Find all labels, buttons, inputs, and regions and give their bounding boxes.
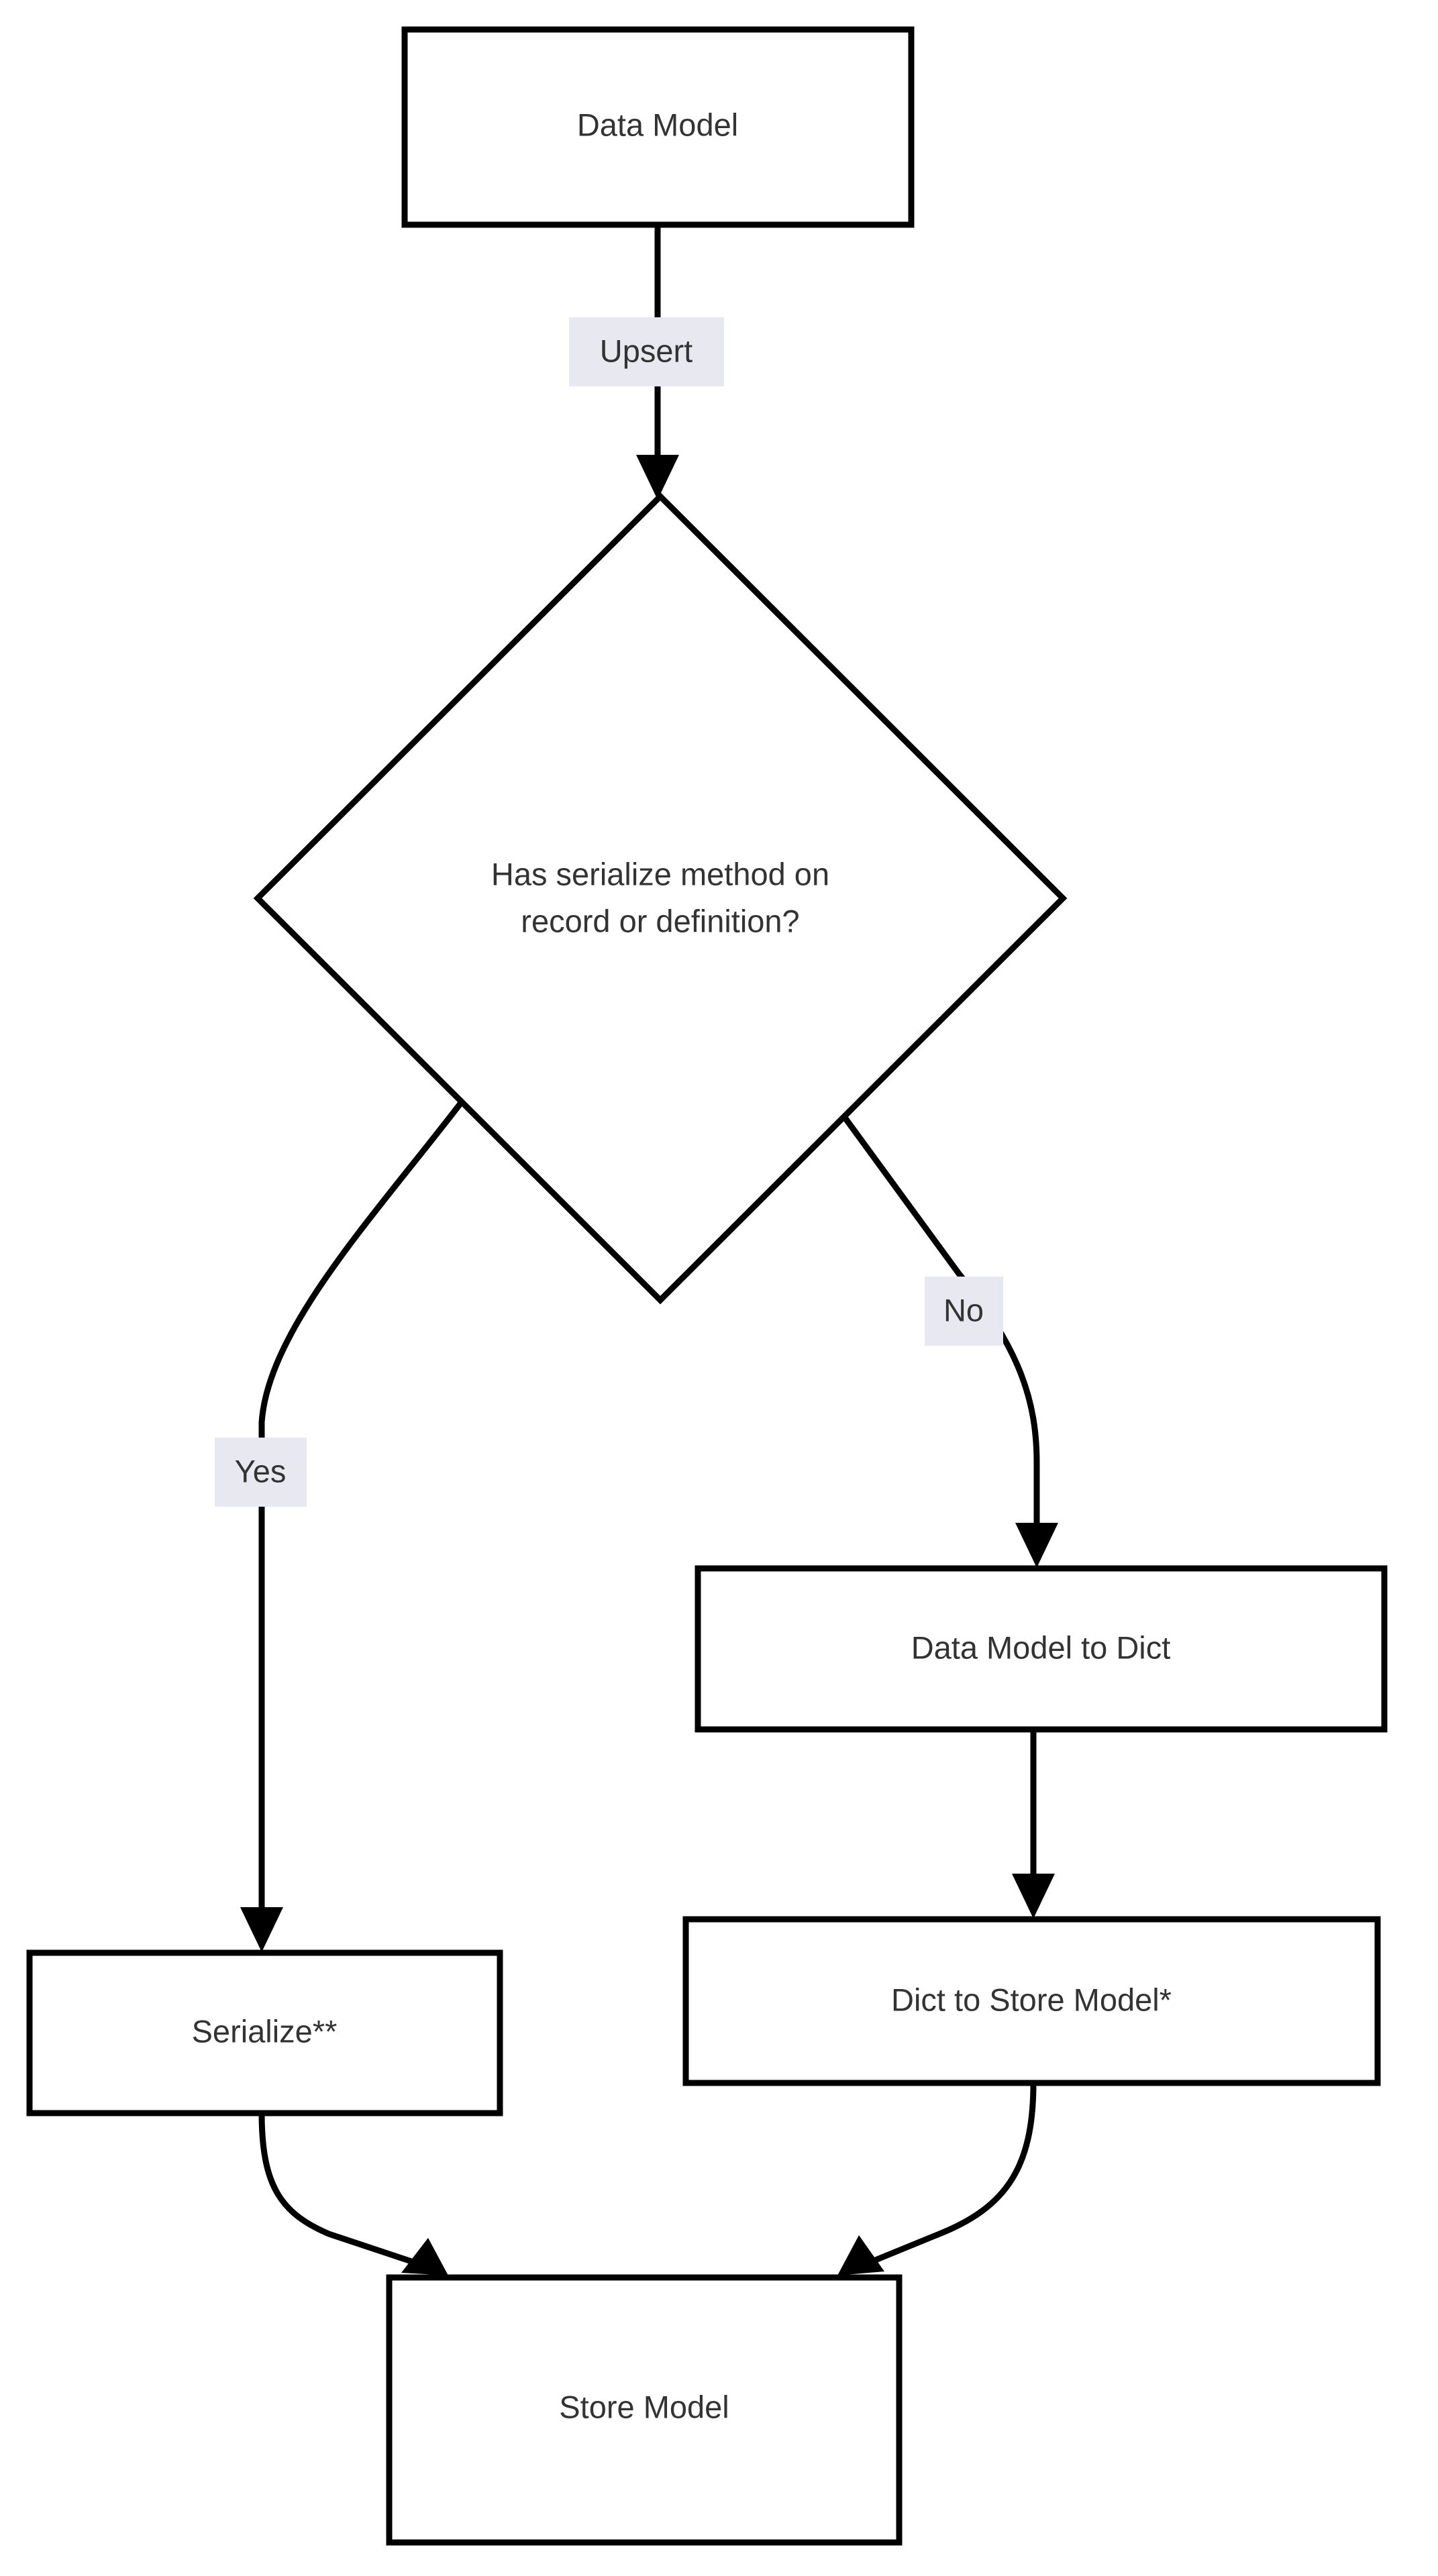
arrow-head-icon (1015, 1523, 1058, 1568)
node-decision-label-line-1: Has serialize method on (491, 856, 829, 892)
node-rectangle[interactable] (682, 1916, 1381, 2086)
edge-dict-to-store-model-to-store-model (837, 2082, 1037, 2275)
edge-label-yes-text: Yes (235, 1453, 287, 1489)
node-data-model-to-dict-label: Data Model to Dict (911, 1629, 1171, 1665)
edge-label-background (925, 1277, 1003, 1346)
node-data-model-to-dict[interactable]: Data Model to Dict (695, 1565, 1388, 1733)
arrow-head-icon (636, 455, 679, 500)
node-data-model-label: Data Model (577, 107, 738, 142)
node-serialize-label: Serialize** (192, 2013, 338, 2049)
node-store-model-label: Store Model (559, 2389, 729, 2424)
edge-line (864, 2082, 1037, 2267)
node-store-model[interactable]: Store Model (386, 2274, 903, 2546)
edge-data-model-to-dict-to-dict-to-store-model (1012, 1729, 1055, 1919)
node-decision-label-line-2: record or definition? (521, 903, 799, 938)
edge-label-upsert: Upsert (569, 317, 724, 386)
node-dict-to-store-model[interactable]: Dict to Store Model* (682, 1916, 1381, 2086)
node-rectangle[interactable] (26, 1949, 503, 2116)
node-data-model[interactable]: Data Model (401, 26, 915, 228)
edge-line (258, 2112, 421, 2267)
node-decision[interactable]: Has serialize method on record or defini… (253, 492, 1068, 1305)
arrow-head-icon (1012, 1874, 1055, 1919)
edge-label-upsert-text: Upsert (600, 333, 692, 368)
arrow-head-icon (837, 2235, 884, 2275)
edge-label-background (569, 317, 724, 386)
node-diamond[interactable] (253, 492, 1068, 1305)
node-serialize[interactable]: Serialize** (26, 1949, 503, 2116)
edge-line (258, 1098, 466, 1922)
edge-decision-to-serialize (240, 1098, 466, 1952)
edge-label-background (215, 1438, 307, 1507)
arrow-head-icon (240, 1907, 283, 1952)
arrow-head-icon (401, 2238, 448, 2275)
node-rectangle[interactable] (401, 26, 915, 228)
node-dict-to-store-model-label: Dict to Store Model* (891, 1982, 1172, 2017)
edge-label-no-text: No (943, 1292, 984, 1328)
edge-label-yes: Yes (215, 1438, 307, 1507)
edge-serialize-to-store-model (258, 2112, 448, 2275)
node-rectangle[interactable] (386, 2274, 903, 2546)
edge-label-no: No (925, 1277, 1003, 1346)
node-rectangle[interactable] (695, 1565, 1388, 1733)
